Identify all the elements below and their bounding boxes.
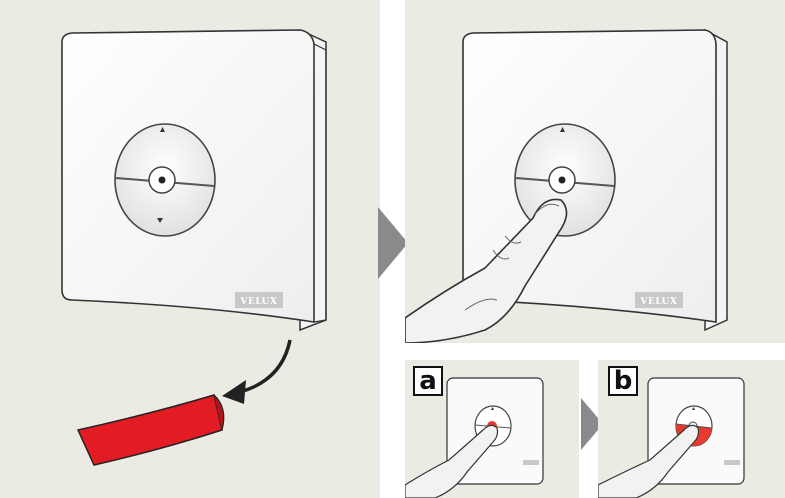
press-illustration: VELUX <box>405 0 785 343</box>
next-step-arrow-icon <box>378 207 408 279</box>
step-label-a: a <box>413 366 443 396</box>
red-pull-tab <box>78 395 222 465</box>
curved-arrow-icon <box>240 340 290 392</box>
step-label-b: b <box>608 366 638 396</box>
velux-logo-text: VELUX <box>239 297 277 307</box>
mini-velux-logo <box>724 460 740 465</box>
control-pad <box>115 124 215 236</box>
velux-logo-text: VELUX <box>639 297 677 307</box>
stop-dot-icon <box>159 177 166 184</box>
wall-switch-illustration: VELUX <box>0 0 380 498</box>
mini-velux-logo <box>523 460 539 465</box>
panel-remove-tab: VELUX <box>0 0 380 498</box>
panel-press-button: VELUX <box>405 0 785 343</box>
panel-step-b: b <box>598 360 785 498</box>
panel-step-a: a <box>405 360 579 498</box>
